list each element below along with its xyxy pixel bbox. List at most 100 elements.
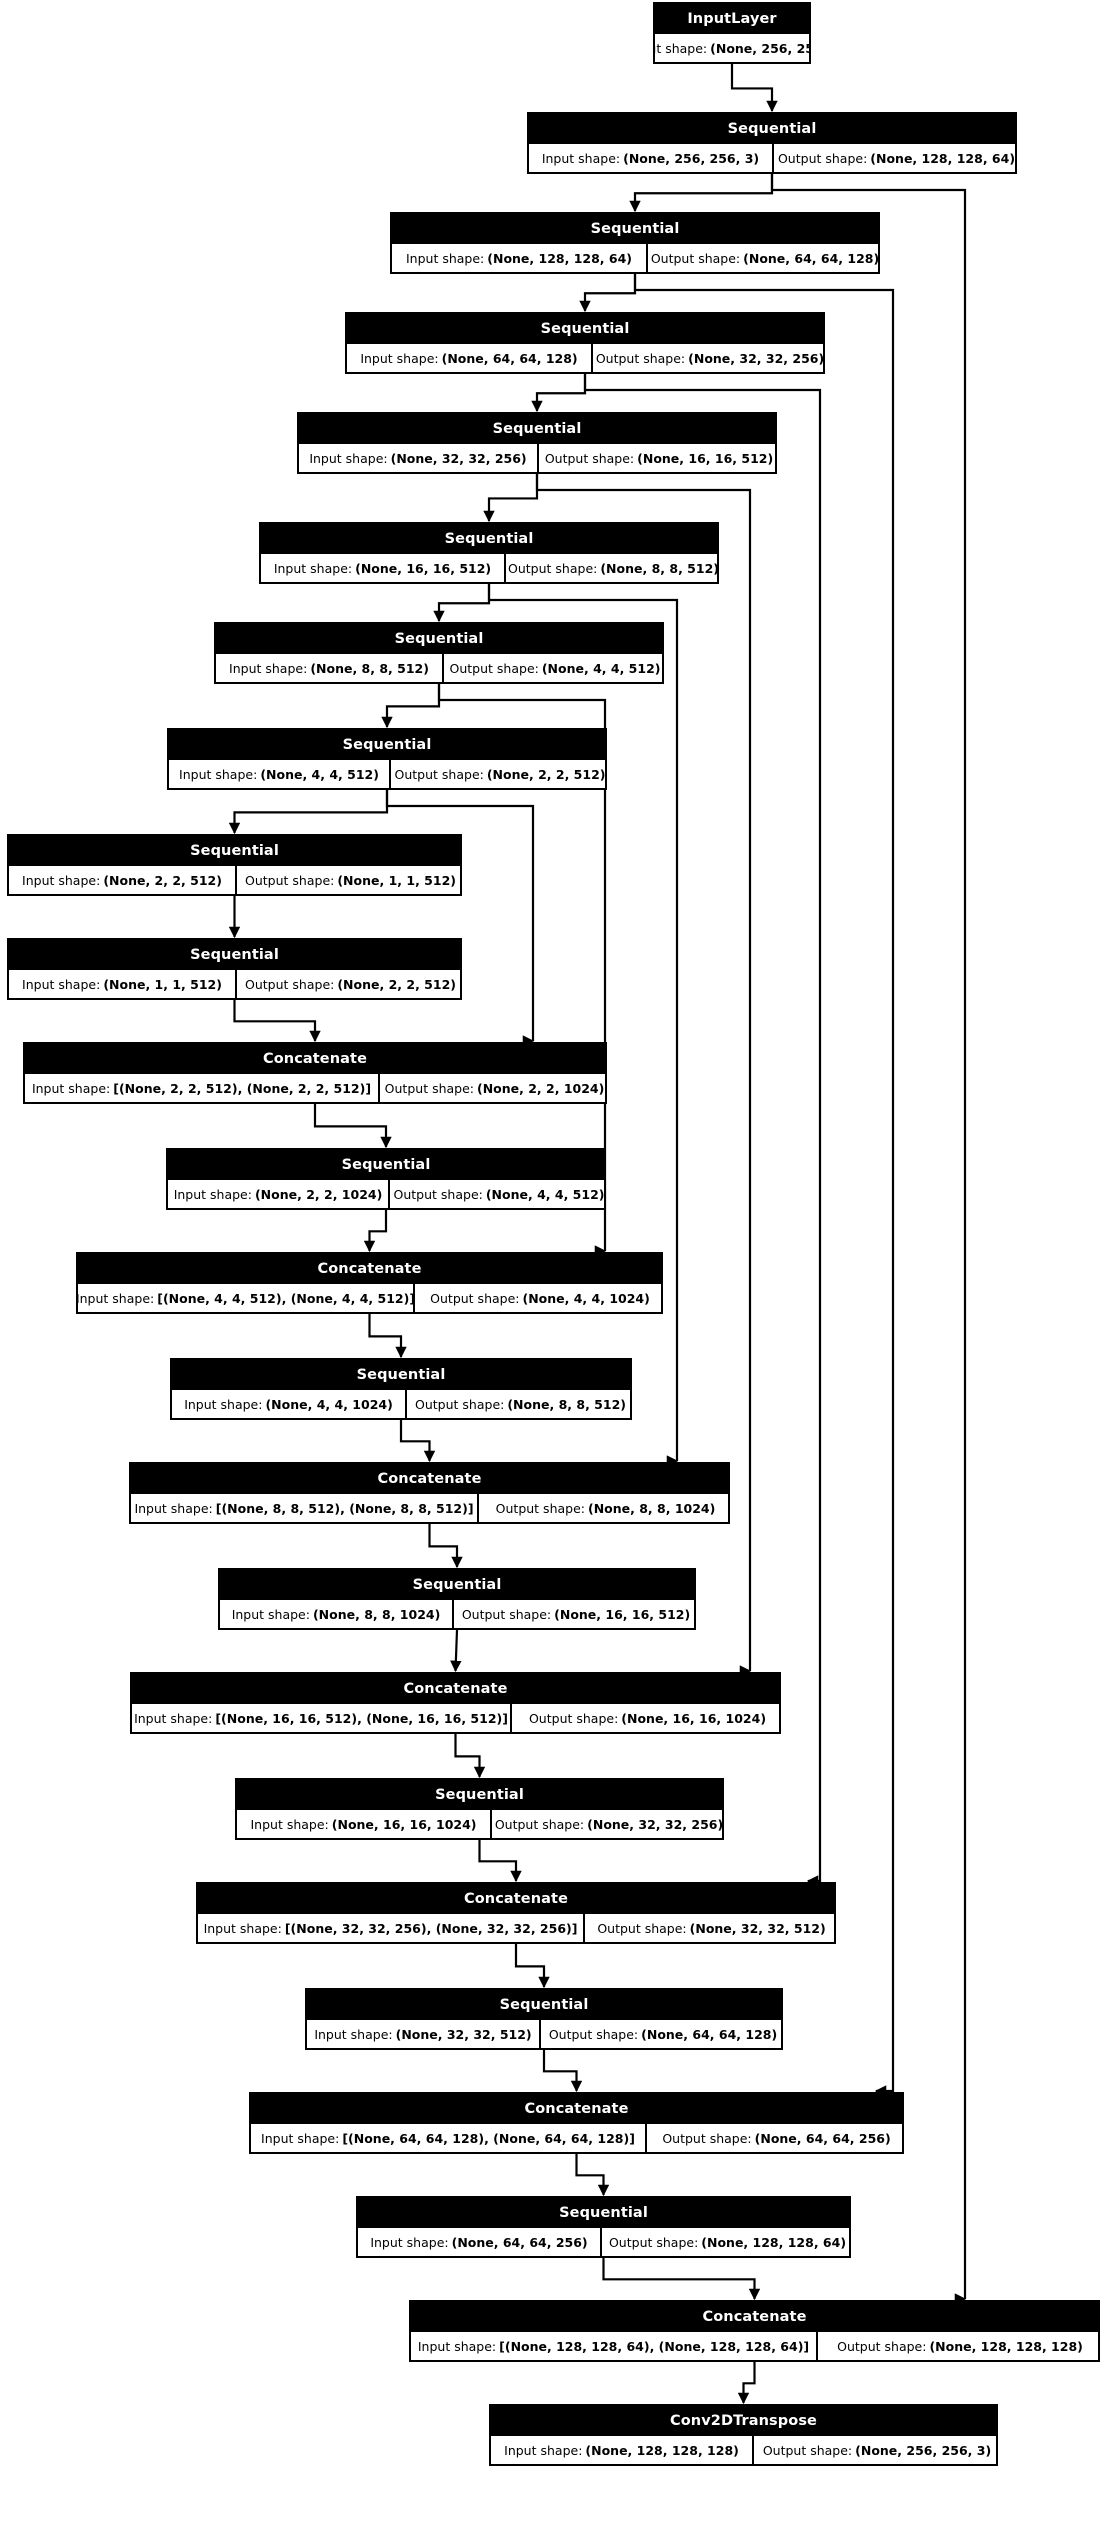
output-shape-value: (None, 128, 128, 128)	[929, 2338, 1083, 2354]
layer-type-label: Concatenate	[25, 1044, 605, 1074]
output-shape-cell: Output shape:(None, 128, 128, 64)	[602, 2228, 853, 2256]
layer-type-label: Sequential	[529, 114, 1015, 144]
input-shape-value: (None, 32, 32, 256)	[390, 450, 527, 466]
model-edge	[483, 474, 539, 523]
input-shape-cell: Input shape:[(None, 64, 64, 128), (None,…	[251, 2124, 647, 2152]
layer-type-label: Concatenate	[251, 2094, 902, 2124]
layer-shape-row: Input shape:(None, 8, 8, 512)Output shap…	[216, 654, 662, 682]
input-shape-prefix: Input shape:	[229, 660, 308, 676]
layer-type-label: Sequential	[347, 314, 823, 344]
layer-type-label: Sequential	[172, 1360, 630, 1390]
layer-shape-row: Input shape:(None, 8, 8, 1024)Output sha…	[220, 1600, 694, 1628]
output-shape-prefix: Output shape:	[662, 2130, 752, 2146]
layer-type-label: Concatenate	[198, 1884, 834, 1914]
layer-type-label: Concatenate	[78, 1254, 661, 1284]
layer-type-label: Sequential	[9, 940, 460, 970]
output-shape-prefix: Output shape:	[495, 1500, 585, 1516]
output-shape-cell: Output shape:(None, 8, 8, 512)	[407, 1390, 634, 1418]
input-shape-prefix: Input shape:	[134, 1710, 213, 1726]
layer-shape-row: Input shape:[(None, 128, 128, 64), (None…	[411, 2332, 1098, 2360]
input-shape-value: (None, 128, 128, 128)	[585, 2442, 739, 2458]
layer-type-label: Concatenate	[131, 1464, 728, 1494]
output-shape-value: (None, 4, 4, 512)	[541, 660, 661, 676]
output-shape-prefix: Output shape:	[245, 872, 335, 888]
output-shape-prefix: Output shape:	[461, 1606, 552, 1622]
input-shape-prefix: Input shape:	[273, 560, 353, 576]
output-shape-cell: Output shape:(None, 128, 128, 128)	[818, 2332, 1101, 2360]
output-shape-prefix: Output shape:	[548, 2026, 639, 2042]
layer-node-inputlayer[interactable]: InputLayerOutput shape:(None, 256, 256, …	[653, 2, 811, 64]
model-edge	[602, 2258, 761, 2301]
output-shape-value: (None, 128, 128, 64)	[701, 2234, 847, 2250]
input-shape-prefix: Input shape:	[504, 2442, 583, 2458]
model-edge	[629, 174, 774, 213]
output-shape-value: (None, 2, 2, 1024)	[477, 1080, 605, 1096]
input-shape-prefix: Input shape:	[417, 2338, 497, 2354]
output-shape-cell: Output shape:(None, 32, 32, 256)	[593, 344, 827, 372]
layer-type-label: Sequential	[307, 1990, 781, 2020]
input-shape-value: (None, 64, 64, 128)	[441, 350, 578, 366]
layer-shape-row: Input shape:[(None, 16, 16, 512), (None,…	[132, 1704, 779, 1732]
layer-type-label: Sequential	[169, 730, 605, 760]
model-edge	[399, 1420, 436, 1463]
layer-type-label: Concatenate	[132, 1674, 779, 1704]
model-edge	[233, 1000, 321, 1043]
input-shape-value: (None, 256, 256, 3)	[623, 150, 760, 166]
output-shape-value: (None, 8, 8, 512)	[600, 560, 719, 576]
output-shape-prefix: Output shape:	[528, 1710, 619, 1726]
input-shape-value: (None, 4, 4, 512)	[260, 766, 379, 782]
layer-shape-row: Input shape:[(None, 4, 4, 512), (None, 4…	[78, 1284, 661, 1312]
output-shape-cell: Output shape:(None, 32, 32, 256)	[492, 1810, 726, 1838]
layer-shape-row: Input shape:(None, 2, 2, 512)Output shap…	[9, 866, 460, 894]
layer-shape-row: Input shape:(None, 64, 64, 256)Output sh…	[358, 2228, 849, 2256]
layer-shape-row: Input shape:(None, 128, 128, 128)Output …	[491, 2436, 996, 2464]
layer-shape-row: Output shape:(None, 256, 256, 3)	[655, 34, 809, 62]
input-shape-value: (None, 4, 4, 1024)	[265, 1396, 393, 1412]
model-edge	[313, 1104, 392, 1149]
model-edge	[433, 584, 491, 623]
output-shape-prefix: Output shape:	[777, 150, 868, 166]
layer-shape-row: Input shape:(None, 32, 32, 512) Output sh…	[307, 2020, 781, 2048]
input-shape-cell: Input shape:(None, 32, 32, 512)	[307, 2020, 541, 2048]
output-shape-value: (None, 4, 4, 1024)	[522, 1290, 650, 1306]
input-shape-cell: Input shape:(None, 1, 1, 512)	[9, 970, 237, 998]
model-edge	[487, 584, 683, 1463]
model-edge	[575, 2154, 610, 2197]
input-shape-prefix: Input shape:	[541, 150, 621, 166]
input-shape-cell: Input shape:(None, 64, 64, 256)	[358, 2228, 602, 2256]
layer-shape-row: Input shape:(None, 128, 128, 64)Output s…	[392, 244, 879, 272]
layer-type-label: Sequential	[216, 624, 662, 654]
output-shape-value: (None, 1, 1, 512)	[337, 872, 456, 888]
output-shape-cell: Output shape:(None, 2, 2, 1024)	[380, 1074, 609, 1102]
layer-shape-row: Input shape:(None, 2, 2, 1024)Output sha…	[168, 1180, 604, 1208]
model-edge	[514, 1944, 550, 1989]
input-shape-cell: Input shape:(None, 8, 8, 512)	[216, 654, 444, 682]
output-shape-cell: Output shape:(None, 16, 16, 512)	[454, 1600, 698, 1628]
model-edge	[363, 1210, 388, 1253]
output-shape-prefix: Output shape:	[393, 1186, 483, 1202]
input-shape-cell: Input shape:(None, 128, 128, 64)	[392, 244, 648, 272]
